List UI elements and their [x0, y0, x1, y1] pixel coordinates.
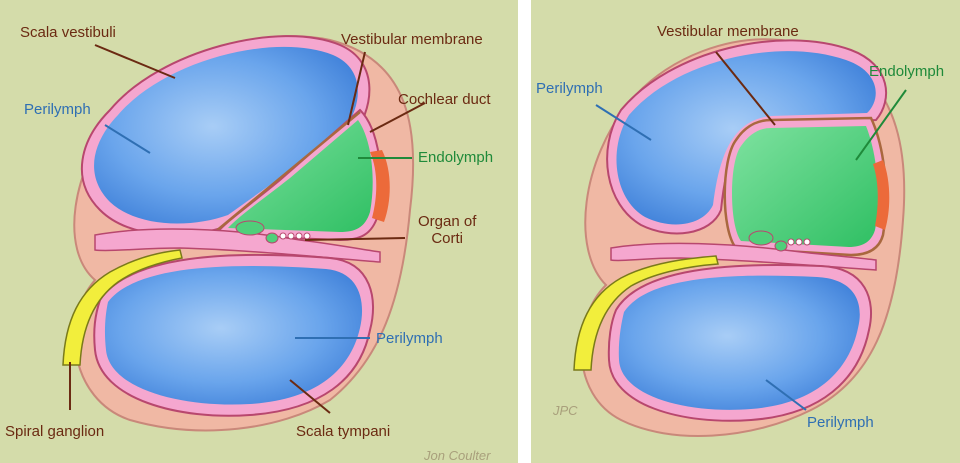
left-diagram-panel: Scala vestibuli Vestibular membrane Coch… [0, 0, 518, 463]
label-endolymph: Endolymph [869, 63, 944, 80]
label-organ-of-corti: Organ of Corti [418, 213, 476, 247]
label-perilymph-top: Perilymph [536, 80, 603, 97]
label-spiral-ganglion: Spiral ganglion [5, 423, 104, 440]
credit-jpc: JPC [553, 403, 578, 418]
label-cochlear-duct: Cochlear duct [398, 91, 491, 108]
label-perilymph-top: Perilymph [24, 101, 91, 118]
label-vestibular-membrane: Vestibular membrane [657, 23, 799, 40]
endolymph-region [732, 126, 878, 247]
label-perilymph-bottom: Perilymph [376, 330, 443, 347]
credit-jon-coulter: Jon Coulter [424, 448, 490, 463]
label-scala-tympani: Scala tympani [296, 423, 390, 440]
label-scala-vestibuli: Scala vestibuli [20, 24, 116, 41]
label-perilymph-bottom: Perilymph [807, 414, 874, 431]
label-vestibular-membrane: Vestibular membrane [341, 31, 483, 48]
label-endolymph: Endolymph [418, 149, 493, 166]
right-diagram-panel: Vestibular membrane Endolymph Perilymph … [531, 0, 960, 463]
